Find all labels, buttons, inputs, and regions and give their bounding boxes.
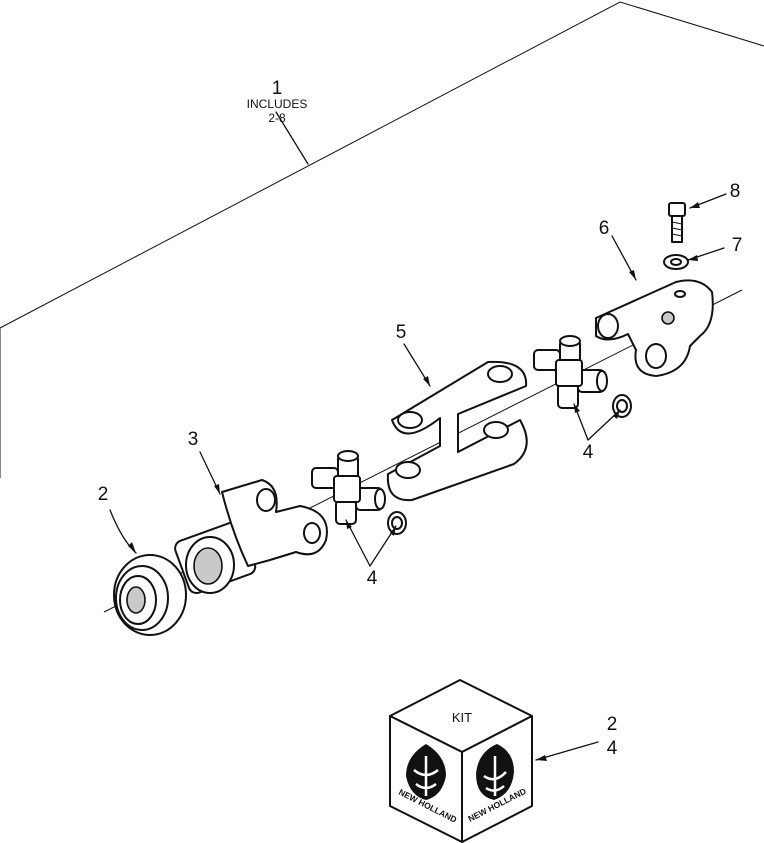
- part-8-bolt: [668, 202, 686, 243]
- callout-6: 6: [599, 218, 610, 239]
- part-2-shield: [113, 554, 187, 636]
- assembly-group-outline: [0, 1, 764, 478]
- kit-box: KIT NEW HOLLAND NEW HOLLAND: [389, 679, 533, 843]
- kit-callout-4: 4: [607, 738, 618, 759]
- part-7-lock-washer: [663, 254, 689, 270]
- callout-4-left: 4: [367, 568, 378, 589]
- callout-assembly: 1 INCLUDES 2-8: [247, 78, 308, 125]
- callout-1-range: 2-8: [268, 111, 286, 125]
- callout-5: 5: [396, 322, 407, 343]
- callout-7: 7: [732, 235, 743, 256]
- callout-2: 2: [98, 484, 109, 505]
- part-4-snap-ring-left: [387, 511, 407, 535]
- part-4-cross-right: [533, 335, 608, 409]
- callout-4-right: 4: [583, 442, 594, 463]
- callout-1-includes: INCLUDES: [247, 97, 308, 111]
- kit-label: KIT: [452, 710, 472, 725]
- leader-lines: [109, 111, 727, 761]
- callout-3: 3: [188, 429, 199, 450]
- part-3-splined-yoke: [174, 479, 328, 595]
- part-6-end-yoke: [595, 279, 714, 377]
- callout-1-number: 1: [272, 78, 283, 99]
- kit-callout-2: 2: [607, 714, 618, 735]
- part-4-cross-left: [311, 450, 386, 525]
- part-5-center-link: [386, 360, 528, 502]
- callout-8: 8: [730, 181, 741, 202]
